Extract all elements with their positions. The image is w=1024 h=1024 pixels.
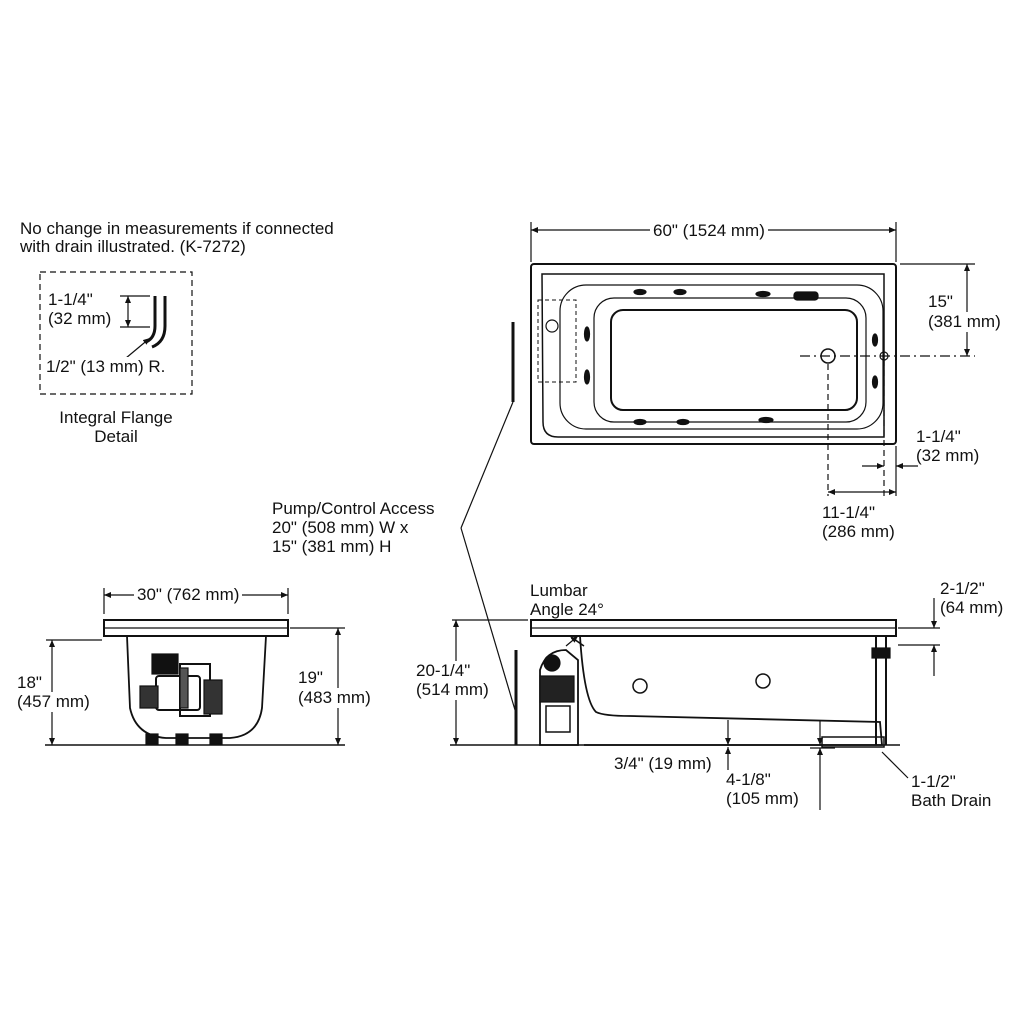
rim-height-mm: (64 mm) [940, 598, 1004, 617]
flange-height-in: 1-1/4" [45, 290, 96, 310]
flange-width-mm: (32 mm) [916, 446, 980, 465]
lumbar-line1: Lumbar [530, 581, 588, 600]
drain-height-in: 4-1/8" [726, 770, 771, 789]
lumbar-line2: Angle 24° [530, 600, 604, 619]
end-height-inner-in: 19" [295, 668, 326, 688]
end-height-inner-mm: (483 mm) [295, 688, 374, 708]
pump-access-line2: 20" (508 mm) W x [272, 518, 409, 537]
end-height-outer-mm: (457 mm) [14, 692, 93, 712]
tub-length-label: 60" (1524 mm) [650, 221, 768, 241]
flange-caption-line2: Detail [94, 427, 138, 446]
drain-note-line1: No change in measurements if connected [20, 219, 334, 238]
end-height-outer-in: 18" [14, 673, 45, 693]
bath-drain-size: 1-1/2" [911, 772, 956, 791]
side-view [450, 598, 940, 810]
drain-offset-in: 15" [925, 292, 956, 312]
foot-height-label: 3/4" (19 mm) [614, 754, 712, 773]
bath-drain-label: Bath Drain [911, 791, 992, 810]
pump-access-line3: 15" (381 mm) H [272, 537, 392, 556]
drain-height-mm: (105 mm) [726, 789, 799, 808]
top-view [530, 222, 975, 496]
drain-note-line2: with drain illustrated. (K-7272) [20, 237, 246, 256]
flange-detail [39, 271, 193, 395]
pump-access-line1: Pump/Control Access [272, 499, 435, 518]
rim-height-in: 2-1/2" [940, 579, 985, 598]
side-height-in: 20-1/4" [413, 661, 474, 681]
pump-access-leader [460, 322, 518, 745]
drain-center-in: 11-1/4" [822, 503, 875, 522]
side-height-mm: (514 mm) [413, 680, 492, 700]
end-width-label: 30" (762 mm) [134, 585, 243, 605]
flange-height-mm: (32 mm) [45, 309, 115, 329]
drain-offset-mm: (381 mm) [925, 312, 1004, 332]
flange-width-in: 1-1/4" [916, 427, 961, 446]
drain-center-mm: (286 mm) [822, 522, 895, 541]
end-view [45, 588, 345, 746]
flange-radius: 1/2" (13 mm) R. [43, 357, 169, 377]
flange-caption-line1: Integral Flange [59, 408, 173, 427]
